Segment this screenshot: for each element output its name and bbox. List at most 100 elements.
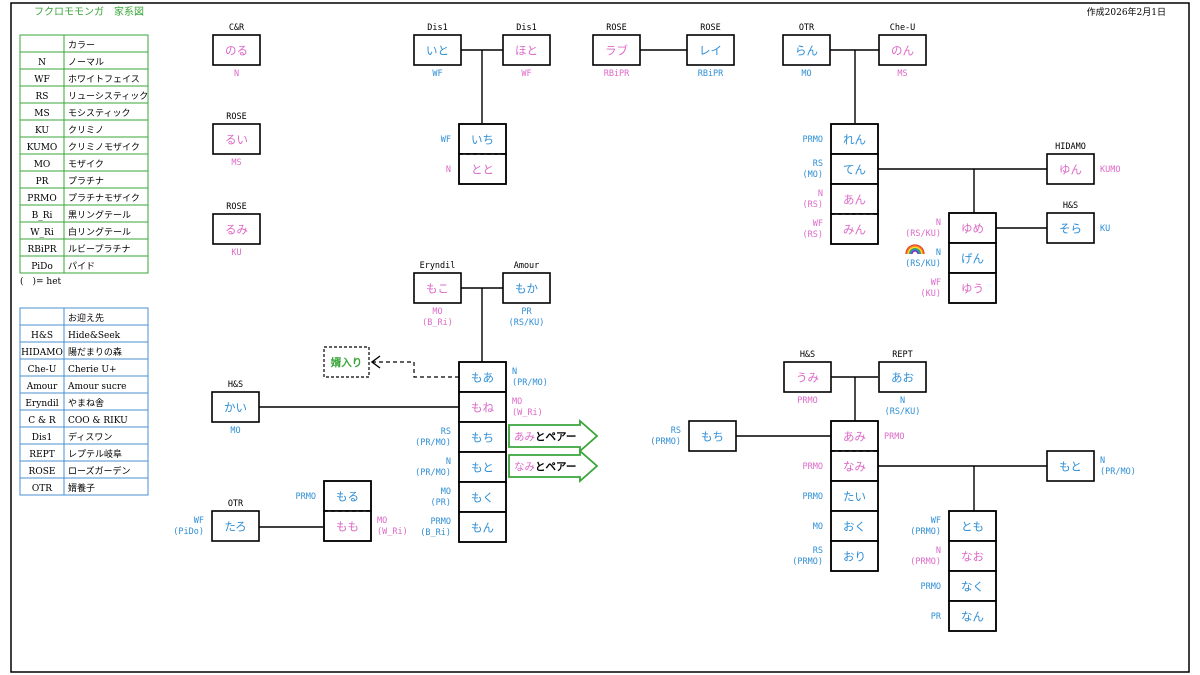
origin-label: Dis1 [427, 23, 447, 33]
individual-name: るみ [225, 223, 248, 237]
individual-name: なん [961, 610, 984, 624]
pair-label: なみとペアー [514, 461, 576, 473]
individual-name: おく [843, 520, 866, 534]
origin-label: OTR [799, 23, 815, 33]
individual-box [413, 34, 462, 66]
page-title: フクロモモンガ 家系図 [34, 5, 144, 18]
color-legend-meaning: パイド [68, 261, 95, 272]
individual-toto: ととN [446, 153, 507, 185]
color-legend-meaning: クリミノ [68, 125, 104, 136]
origin-legend-meaning: ローズガーデン [68, 465, 131, 477]
connector-lines [259, 49, 1047, 528]
origin-label: ROSE [700, 23, 720, 33]
origin-label: C&R [229, 23, 245, 33]
color-legend-code: PRMO [27, 194, 56, 204]
origin-legend-code: OTR [32, 484, 52, 494]
individual-box [1046, 153, 1095, 185]
individual-name: なみ [843, 460, 866, 474]
individual-box [688, 420, 737, 452]
individual-name: もあ [471, 371, 494, 385]
individual-name: もこ [426, 282, 449, 296]
individual-name: うみ [796, 371, 819, 385]
individual-name: げん [961, 252, 984, 266]
arrow-head-icon [370, 355, 381, 369]
origin-label: ROSE [606, 23, 626, 33]
individual-box [458, 361, 507, 393]
individual-name: のん [891, 44, 914, 58]
het-label: (RS/KU) [885, 407, 921, 417]
color-legend-code: PiDo [31, 262, 53, 272]
color-label: WF [813, 219, 823, 229]
individual-name: らん [795, 44, 818, 58]
individual-box [211, 510, 260, 542]
het-label: (B_Ri) [422, 318, 453, 328]
color-label: MO [230, 426, 240, 436]
het-label: (PR) [431, 498, 451, 508]
het-label: (PiDo) [173, 527, 204, 537]
origin-label: ROSE [226, 202, 246, 212]
color-label: MO [813, 522, 823, 532]
color-legend-code: PR [36, 177, 49, 187]
color-label: N [446, 457, 451, 467]
origin-legend-code: ROSE [29, 467, 56, 477]
individual-noru: のるC&RN [212, 23, 261, 79]
individual-kai: かいH&SMO [211, 380, 260, 436]
color-label: WF [521, 69, 531, 79]
individual-name: もと [1059, 460, 1082, 474]
individual-name: もち [701, 430, 724, 444]
individual-name: もと [471, 461, 494, 475]
color-label: RS [813, 159, 823, 169]
individual-name: なく [961, 580, 984, 594]
individual-name: もか [515, 282, 538, 296]
color-legend-code: MS [34, 109, 49, 119]
individual-name: いと [426, 44, 449, 58]
pair-arrow: あみとペアー [508, 419, 599, 453]
individual-yume: ゆめN(RS/KU) [905, 212, 997, 244]
individual-box [878, 34, 927, 66]
color-legend-code: KUMO [27, 143, 58, 153]
color-legend-meaning: ルビープラチナ [68, 244, 130, 255]
individual-name: レイ [699, 44, 722, 58]
het-note: ( )= het [20, 276, 62, 287]
origin-legend-meaning: ディスワン [68, 431, 112, 443]
origin-legend-code: Amour [26, 382, 58, 392]
origin-legend-meaning: 婿養子 [68, 482, 95, 494]
origin-legend-code: H&S [31, 331, 53, 341]
color-legend-code: B_Ri [32, 211, 53, 221]
color-label: PRMO [921, 582, 941, 592]
individual-nao: なおN(PRMO) [910, 540, 997, 572]
color-label: WF [194, 516, 204, 526]
origin-legend-meaning: 陽だまりの森 [68, 346, 122, 358]
color-label: KU [1100, 224, 1110, 234]
color-label: WF [441, 135, 451, 145]
individual-naku: なく PRMO [921, 570, 997, 602]
individual-box [1046, 212, 1095, 244]
color-label: MO [512, 397, 522, 407]
het-label: (RS/KU) [509, 318, 545, 328]
origin-label: HIDAMO [1055, 142, 1086, 152]
color-label: WF [931, 278, 941, 288]
color-label: PR [931, 612, 942, 622]
color-label: RBiPR [698, 69, 724, 79]
origin-label: H&S [228, 380, 243, 390]
individual-name: あみ [843, 430, 866, 444]
individual-box [502, 272, 551, 304]
individual-name: ゆめ [961, 222, 984, 236]
color-legend-code: RS [36, 92, 49, 102]
individual-nan: なん PR [931, 600, 997, 632]
color-label: RS [671, 426, 681, 436]
origin-label: ROSE [226, 112, 246, 122]
individual-box [783, 361, 832, 393]
